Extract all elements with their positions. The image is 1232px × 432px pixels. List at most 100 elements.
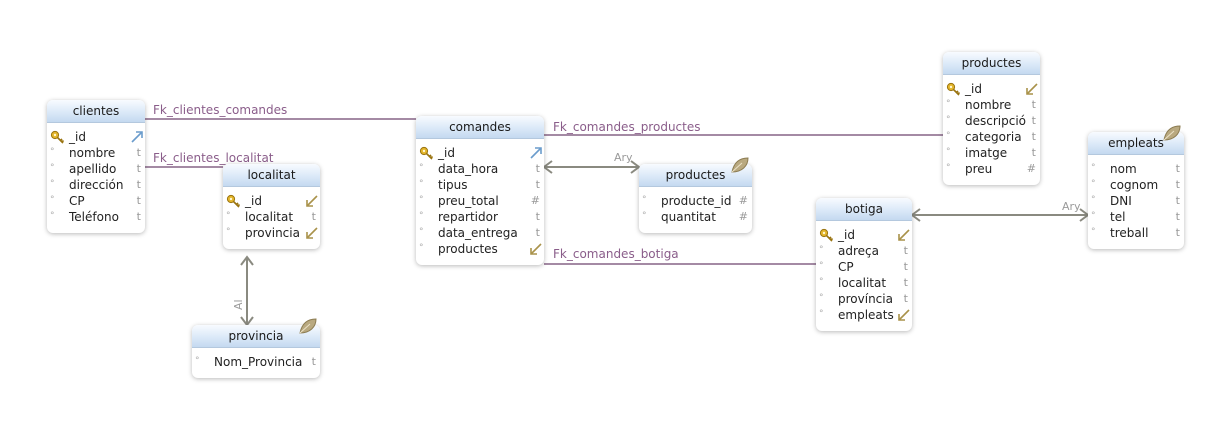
field-name: descripció	[965, 114, 1027, 128]
field-marker: °	[50, 163, 55, 173]
primary-key-icon	[819, 228, 834, 242]
entity-title[interactable]: empleats	[1088, 132, 1184, 155]
field-name: CP	[69, 194, 85, 208]
field-name: apellido	[69, 162, 117, 176]
entity-productes-embed[interactable]: productes°producte_id#°quantitat#	[639, 157, 752, 233]
field-name: _id	[69, 130, 86, 144]
field-type: t	[1031, 98, 1036, 111]
field-row[interactable]: °producte_id#	[639, 193, 752, 209]
field-marker: °	[946, 131, 951, 141]
entity-title[interactable]: productes	[943, 52, 1040, 75]
field-marker: °	[819, 293, 824, 303]
field-row[interactable]: °preu_total#	[416, 193, 544, 209]
link-label-clientes-localitat: Fk_clientes_localitat	[153, 151, 274, 165]
field-row[interactable]: _id	[943, 81, 1040, 97]
entity-title[interactable]: localitat	[223, 164, 320, 187]
field-type: #	[1026, 162, 1036, 175]
field-row[interactable]: _id	[223, 193, 320, 209]
field-marker: °	[819, 261, 824, 271]
field-marker: °	[419, 179, 424, 189]
field-marker: °	[419, 211, 424, 221]
field-row[interactable]: _id	[416, 145, 544, 161]
field-row[interactable]: _id	[816, 227, 912, 243]
field-row[interactable]: °empleats	[816, 307, 912, 323]
entity-title[interactable]: comandes	[416, 116, 544, 139]
field-name: Teléfono	[69, 210, 119, 224]
field-row[interactable]: °provincia	[223, 225, 320, 241]
field-marker: °	[1091, 179, 1096, 189]
field-marker: °	[50, 211, 55, 221]
field-type: t	[1031, 146, 1036, 159]
field-name: provincia	[245, 226, 300, 240]
field-type: t	[535, 162, 540, 175]
field-name: província	[838, 292, 893, 306]
link-label-comandes-botiga: Fk_comandes_botiga	[553, 247, 679, 261]
field-type: t	[903, 292, 908, 305]
crowfoot-localitat	[240, 255, 254, 266]
foreign-key-icon	[898, 229, 910, 241]
entity-title[interactable]: provincia	[192, 325, 320, 348]
entity-title[interactable]: productes	[639, 164, 752, 187]
cardinality-label-empleats: Ary	[1062, 200, 1081, 213]
embedded-document-icon	[731, 157, 749, 173]
field-row[interactable]: _id	[47, 129, 145, 145]
entity-title[interactable]: botiga	[816, 198, 912, 221]
field-name: preu	[965, 162, 993, 176]
field-name: empleats	[838, 308, 894, 322]
entity-title[interactable]: clientes	[47, 100, 145, 123]
field-name: cognom	[1110, 178, 1159, 192]
entity-fields: °producte_id#°quantitat#	[639, 187, 752, 233]
outgoing-reference-icon	[131, 131, 143, 143]
cardinality-label-productes: Ary	[614, 151, 633, 164]
field-type: t	[903, 260, 908, 273]
field-row[interactable]: °quantitat#	[639, 209, 752, 225]
field-name: treball	[1110, 226, 1149, 240]
field-name: DNI	[1110, 194, 1132, 208]
field-marker: °	[946, 147, 951, 157]
field-marker: °	[946, 163, 951, 173]
field-row[interactable]: °productes	[416, 241, 544, 257]
link-label-clientes-comandes: Fk_clientes_comandes	[153, 103, 288, 117]
field-name: tipus	[438, 178, 468, 192]
field-marker: °	[419, 195, 424, 205]
foreign-key-icon	[898, 309, 910, 321]
field-row[interactable]: ° província t	[816, 291, 912, 307]
embedded-document-icon	[1163, 125, 1181, 141]
field-row[interactable]: ° preu #	[943, 161, 1040, 177]
